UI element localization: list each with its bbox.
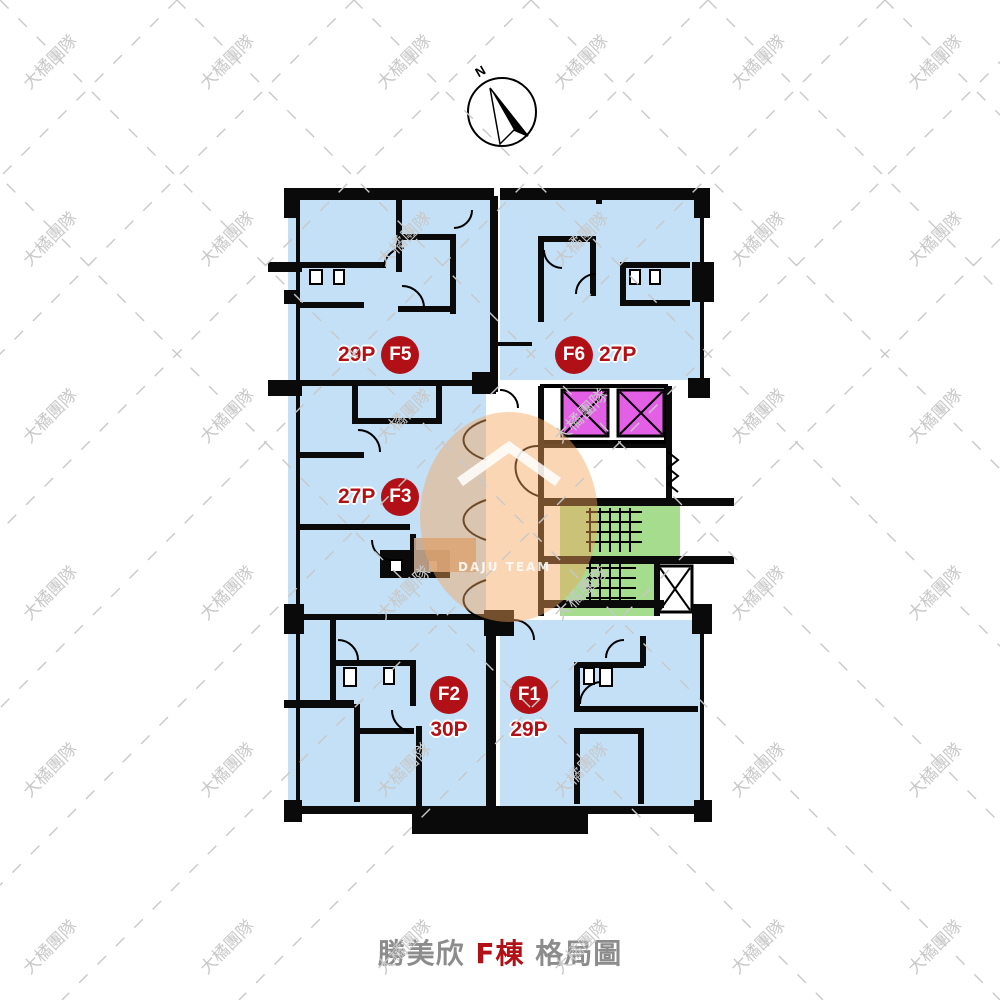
unit-area: 30P bbox=[430, 718, 468, 741]
unit-badge: F2 bbox=[430, 676, 468, 714]
unit-label-f3: 27P F3 bbox=[338, 478, 420, 516]
unit-label-f5: 29P F5 bbox=[338, 336, 420, 374]
elevators bbox=[540, 384, 668, 444]
north-arrow-icon: N bbox=[467, 62, 537, 147]
unit-area: 29P bbox=[510, 718, 548, 741]
caption-suffix: 格局圖 bbox=[524, 937, 623, 970]
unit-badge: F3 bbox=[381, 478, 420, 516]
unit-badge: F6 bbox=[555, 336, 593, 374]
unit-badge: F5 bbox=[381, 336, 420, 374]
unit-badge: F1 bbox=[510, 676, 548, 714]
unit-label-f6: F6 27P bbox=[555, 336, 636, 374]
unit-area: 27P bbox=[338, 485, 376, 508]
unit-label-f2: F2 30P bbox=[430, 676, 468, 742]
svg-text:N: N bbox=[473, 62, 489, 80]
building-name: F棟 bbox=[475, 937, 525, 970]
unit-area: 27P bbox=[599, 343, 637, 366]
page-title: 勝美欣 F棟 格局圖 bbox=[0, 932, 1000, 972]
unit-label-f1: F1 29P bbox=[510, 676, 548, 742]
unit-area: 29P bbox=[338, 343, 376, 366]
logo-text: DAJU TEAM bbox=[458, 560, 552, 574]
project-name: 勝美欣 bbox=[377, 937, 476, 970]
